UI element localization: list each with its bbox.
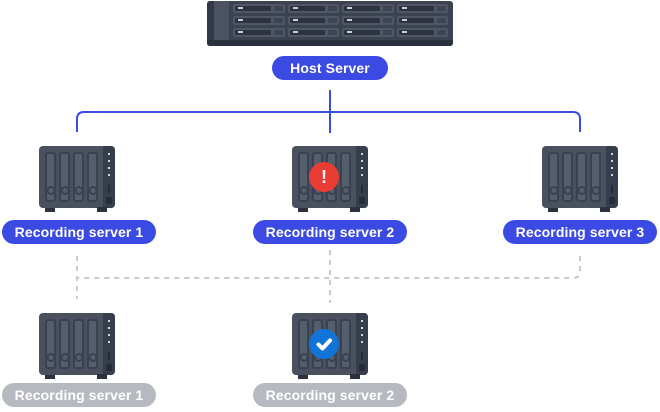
drive-tray	[233, 4, 285, 13]
host-server-label: Host Server	[272, 56, 388, 80]
nas-side-panel	[356, 146, 368, 208]
drive-bay	[298, 152, 309, 202]
recording-server-2-label: Recording server 2	[253, 220, 407, 244]
drive-tray	[287, 16, 339, 25]
alert-exclamation-icon: !	[309, 162, 339, 192]
drive-tray	[396, 4, 448, 13]
rack-side-panel	[214, 1, 229, 46]
failover-line-horizontal	[77, 256, 581, 279]
drive-tray	[287, 28, 339, 37]
drive-bay	[73, 152, 84, 202]
drive-tray	[233, 16, 285, 25]
drive-bay	[45, 319, 56, 369]
rack-bottom-bezel	[207, 40, 453, 46]
drive-bay	[73, 319, 84, 369]
drive-bay	[87, 152, 98, 202]
drive-tray	[287, 4, 339, 13]
drive-bay	[59, 152, 70, 202]
recording-server-3-icon	[542, 146, 618, 212]
recording-server-3-label: Recording server 3	[503, 220, 657, 244]
drive-bay	[548, 152, 559, 202]
nas-chassis	[542, 146, 618, 208]
recording-server-2-icon: !	[292, 146, 368, 212]
nas-side-panel	[356, 313, 368, 375]
nas-side-panel	[606, 146, 618, 208]
drive-bay	[562, 152, 573, 202]
drive-bay	[340, 319, 351, 369]
nas-drive-bays	[45, 152, 98, 202]
ok-check-icon	[309, 329, 339, 359]
drive-bay	[590, 152, 601, 202]
recording-server-1-label: Recording server 1	[2, 220, 156, 244]
drive-tray	[396, 16, 448, 25]
failover-recording-server-2-icon	[292, 313, 368, 379]
failover-recording-server-2-label: Recording server 2	[253, 383, 407, 407]
drive-tray	[342, 4, 394, 13]
failover-recording-server-1-icon	[39, 313, 115, 379]
drive-bay	[576, 152, 587, 202]
drive-bay	[298, 319, 309, 369]
drive-tray	[342, 28, 394, 37]
drive-tray	[233, 28, 285, 37]
recording-server-1-icon	[39, 146, 115, 212]
drive-bay	[45, 152, 56, 202]
nas-drive-bays	[548, 152, 601, 202]
drive-bay	[87, 319, 98, 369]
drive-tray	[342, 16, 394, 25]
nas-side-panel	[103, 313, 115, 375]
nas-chassis	[39, 146, 115, 208]
host-server-rack-icon	[207, 1, 453, 46]
rack-rail	[207, 1, 214, 46]
drive-bay	[59, 319, 70, 369]
drive-tray	[396, 28, 448, 37]
rack-drive-bays	[233, 4, 448, 37]
failover-recording-server-1-label: Recording server 1	[2, 383, 156, 407]
nas-chassis	[39, 313, 115, 375]
nas-drive-bays	[45, 319, 98, 369]
host-connection-line	[76, 90, 581, 133]
nas-side-panel	[103, 146, 115, 208]
drive-bay	[340, 152, 351, 202]
